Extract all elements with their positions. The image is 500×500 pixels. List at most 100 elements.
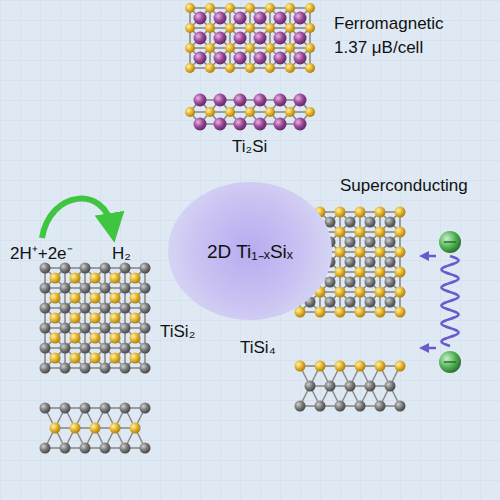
atom (140, 363, 151, 374)
atom (50, 333, 61, 344)
atom (110, 353, 121, 364)
atom (225, 3, 235, 13)
top-view-structure (185, 3, 315, 73)
atom (60, 303, 71, 314)
atom (355, 247, 366, 258)
atom (345, 297, 356, 308)
atom (80, 263, 91, 274)
atom (335, 361, 346, 372)
reaction-text: H₂ (112, 244, 131, 264)
atom (130, 273, 141, 284)
atom (285, 107, 295, 117)
atom (40, 323, 51, 334)
atom (305, 63, 315, 73)
atom (315, 401, 326, 412)
atom (120, 263, 131, 274)
atom (305, 381, 316, 392)
atom (130, 353, 141, 364)
atom (305, 3, 315, 13)
atom (185, 3, 195, 13)
atom (70, 353, 81, 364)
atom (130, 333, 141, 344)
atom (245, 43, 255, 53)
cooper-pair-icon (424, 231, 461, 373)
atom (245, 107, 255, 117)
atom (345, 217, 356, 228)
motion-arrow (424, 255, 436, 258)
atom (365, 237, 376, 248)
atom (120, 403, 131, 414)
atom (294, 12, 307, 25)
atom (385, 237, 396, 248)
atom (140, 303, 151, 314)
atom (100, 403, 111, 414)
atom (325, 277, 336, 288)
atom (205, 43, 215, 53)
atom (70, 313, 81, 324)
atom (100, 263, 111, 274)
atom (315, 307, 326, 318)
atom (245, 3, 255, 13)
atom (205, 3, 215, 13)
atom (100, 343, 111, 354)
atom (365, 381, 376, 392)
atom (90, 293, 101, 304)
atom (205, 63, 215, 73)
atom (90, 273, 101, 284)
atom (225, 107, 235, 117)
atom (274, 94, 287, 107)
phonon-wave (441, 256, 458, 346)
atom (70, 293, 81, 304)
atom (120, 363, 131, 374)
atom (50, 273, 61, 284)
atom (294, 94, 307, 107)
atom (285, 23, 295, 33)
atom (345, 277, 356, 288)
atom (100, 363, 111, 374)
atom (234, 118, 247, 131)
atom (80, 283, 91, 294)
atom (234, 94, 247, 107)
atom (335, 207, 346, 218)
atom (194, 12, 207, 25)
atom (214, 32, 227, 45)
atom (295, 307, 306, 318)
atom (305, 107, 315, 117)
atom (395, 267, 406, 278)
atom (375, 227, 386, 238)
atom (395, 207, 406, 218)
formula-label: TiSi₂ (160, 322, 195, 342)
atom (395, 227, 406, 238)
atom (225, 43, 235, 53)
atom (395, 401, 406, 412)
atom (375, 247, 386, 258)
atom (265, 3, 275, 13)
spin-mark (444, 361, 456, 363)
atom (80, 363, 91, 374)
atom (60, 403, 71, 414)
atom (40, 343, 51, 354)
atom (40, 263, 51, 274)
atom (60, 443, 71, 454)
atom (265, 43, 275, 53)
atom (100, 303, 111, 314)
atom (140, 443, 151, 454)
atom (110, 293, 121, 304)
atom (295, 361, 306, 372)
motion-arrow (424, 347, 436, 350)
atom (274, 32, 287, 45)
atom (305, 23, 315, 33)
atom (265, 63, 275, 73)
side-view-structure (40, 403, 151, 454)
atom (234, 12, 247, 25)
atom (120, 283, 131, 294)
atom (110, 313, 121, 324)
atom (355, 227, 366, 238)
atom (194, 32, 207, 45)
atom (295, 401, 306, 412)
atom (140, 343, 151, 354)
atom (70, 333, 81, 344)
atom (185, 43, 195, 53)
atom (254, 118, 267, 131)
atom (90, 423, 101, 434)
